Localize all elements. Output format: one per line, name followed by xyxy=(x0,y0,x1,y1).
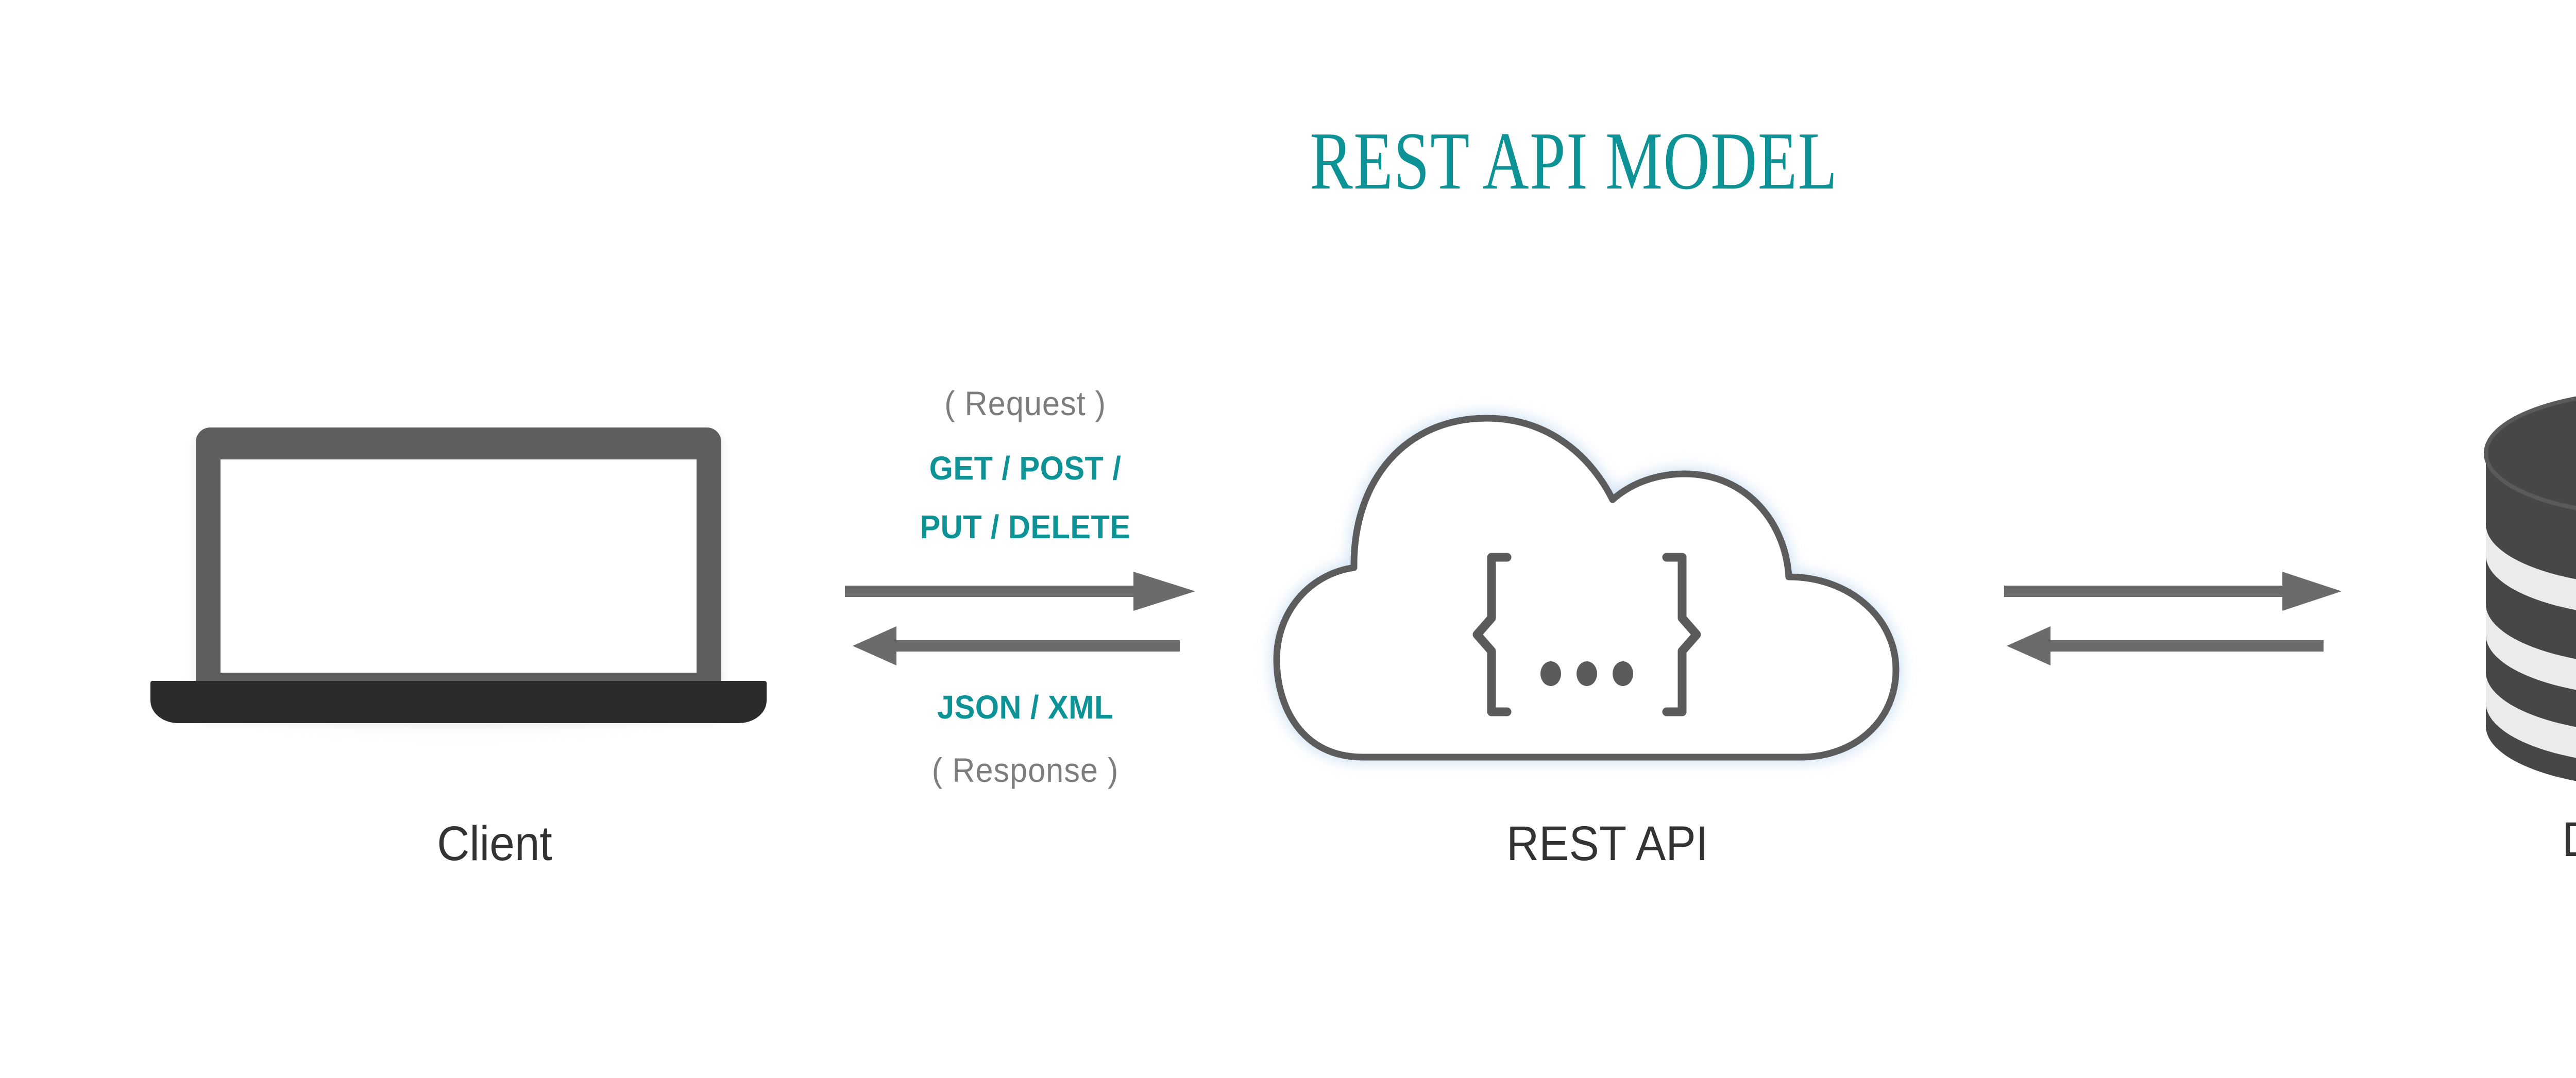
db-read-arrow-left xyxy=(2007,626,2324,665)
request-paren-label: ( Request ) xyxy=(944,384,1106,422)
response-paren-label: ( Response ) xyxy=(931,751,1119,789)
database-stripe xyxy=(2486,604,2576,690)
request-methods-line-2: PUT / DELETE xyxy=(920,508,1131,545)
ellipsis-dots-icon xyxy=(1540,661,1633,686)
page-title: REST API MODEL xyxy=(1310,115,1838,207)
response-arrow-left xyxy=(853,626,1180,665)
api-database-connector xyxy=(2004,567,2365,670)
request-arrow-right xyxy=(845,572,1195,611)
response-format-label: JSON / XML xyxy=(937,689,1113,726)
laptop-icon xyxy=(139,412,778,783)
request-methods-line-1: GET / POST / xyxy=(929,450,1122,487)
database-stripe xyxy=(2486,672,2576,758)
right-curly-brace-icon xyxy=(1662,553,1701,716)
database-stripe xyxy=(2486,524,2576,610)
laptop-base xyxy=(150,681,767,723)
node-label-rest-api: REST API xyxy=(1506,816,1708,871)
db-write-arrow-right xyxy=(2004,572,2342,611)
cloud-shape xyxy=(1273,415,1900,761)
database-body xyxy=(2484,396,2576,781)
client-api-connector xyxy=(845,567,1206,670)
laptop-screen xyxy=(221,459,697,673)
node-label-database: Database xyxy=(2421,814,2576,865)
database-cylinder-icon xyxy=(2463,391,2576,788)
cloud-code-icon xyxy=(1252,397,1942,788)
left-curly-brace-icon xyxy=(1472,553,1512,716)
node-label-client: Client xyxy=(437,816,552,871)
laptop-lid xyxy=(196,427,721,718)
